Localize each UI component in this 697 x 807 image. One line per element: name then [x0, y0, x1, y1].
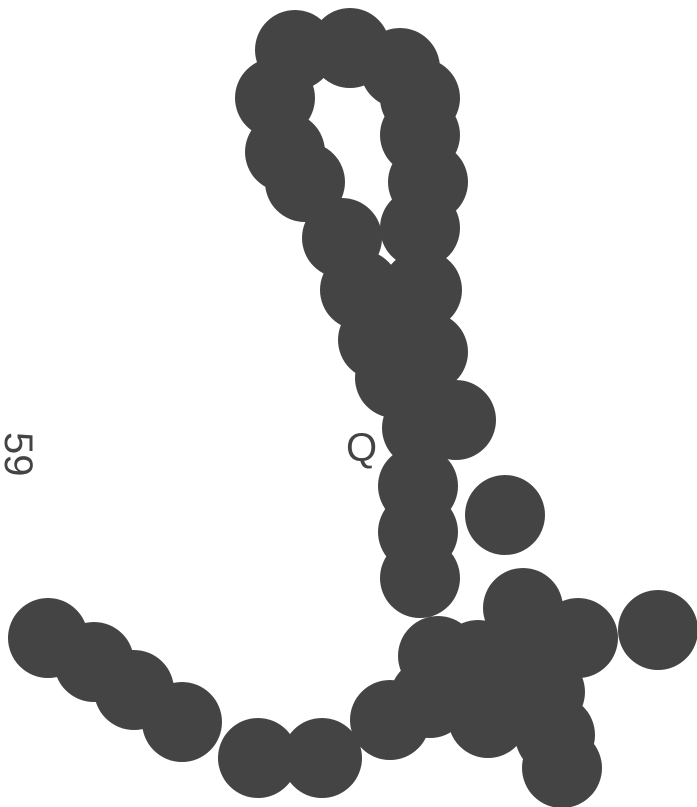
- bead-36: [218, 718, 298, 798]
- bead-25: [618, 590, 697, 670]
- bead-31: [350, 680, 430, 760]
- q-label: Q: [346, 428, 377, 468]
- bead-22: [465, 475, 545, 555]
- bead-34: [522, 728, 602, 807]
- bead-21: [380, 538, 460, 618]
- rotated-number-label: 59: [0, 432, 38, 477]
- bead-32: [448, 678, 528, 758]
- bead-40: [8, 598, 88, 678]
